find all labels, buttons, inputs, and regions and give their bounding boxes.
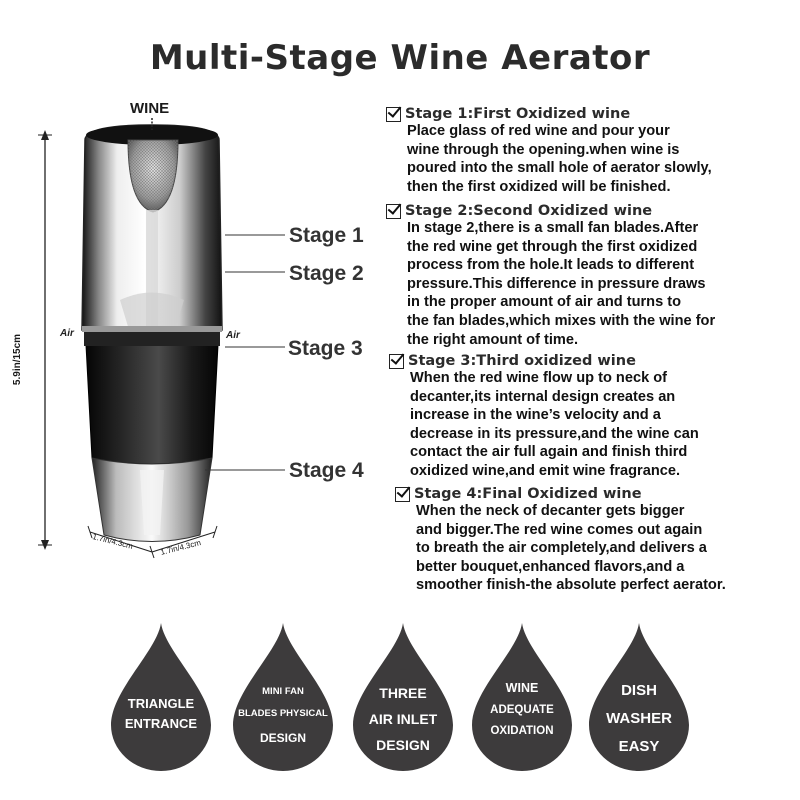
feature-drop-adequate-oxidation: WINE ADEQUATE OXIDATION [472, 621, 572, 771]
stage-heading: Stage 4:Final Oxidized wine [414, 486, 642, 502]
stage-heading: Stage 1:First Oxidized wine [405, 106, 631, 122]
feature-drop-triangle-entrance: TRIANGLE ENTRANCE [111, 621, 211, 771]
air-inlet-label-right: Air [226, 330, 240, 341]
checkbox-check-icon [386, 106, 401, 122]
feature-line: WINE [505, 681, 539, 695]
stage-1-label: Stage 1 [289, 224, 364, 247]
checkbox-check-icon [386, 203, 401, 219]
feature-line: EASY [618, 737, 660, 755]
stage-body-text: When the neck of decanter gets bigger an… [416, 503, 726, 594]
stage-4-description: Stage 4:Final Oxidized wine When the nec… [395, 486, 726, 595]
feature-line: ADEQUATE [490, 704, 554, 717]
feature-line: DISH [621, 682, 657, 699]
water-drop-icon [111, 623, 211, 771]
feature-line: DESIGN [259, 730, 306, 745]
stage-body-text: Place glass of red wine and pour your wi… [407, 123, 712, 195]
feature-drop-dishwasher-easy: DISH WASHER EASY [589, 621, 689, 771]
feature-line: WASHER [606, 709, 672, 727]
page-title: Multi-Stage Wine Aerator [149, 38, 651, 78]
feature-line: AIR INLET [368, 710, 438, 727]
feature-line: ENTRANCE [124, 716, 198, 732]
feature-line: BLADES PHYSICAL [238, 707, 328, 719]
water-drop-icon [233, 623, 333, 771]
feature-drop-three-air-inlet: THREE AIR INLET DESIGN [353, 621, 453, 771]
feature-drop-mini-fan: MINI FAN BLADES PHYSICAL DESIGN [233, 621, 333, 771]
feature-line: MINI FAN [262, 686, 304, 697]
feature-line: THREE [379, 685, 427, 701]
stage-2-label: Stage 2 [289, 262, 364, 285]
stage-4-label: Stage 4 [289, 459, 364, 482]
checkbox-check-icon [389, 353, 404, 369]
wine-inlet-label: WINE [130, 100, 170, 117]
feature-line: OXIDATION [490, 725, 554, 738]
checkbox-check-icon [395, 486, 410, 502]
height-dimension-label: 5.9in/15cm [12, 333, 24, 386]
stage-body-text: When the red wine flow up to neck of dec… [410, 370, 699, 479]
air-inlet-label-left: Air [60, 328, 74, 339]
water-drop-icon [589, 623, 689, 771]
stage-heading: Stage 3:Third oxidized wine [408, 353, 636, 369]
stage-3-label: Stage 3 [288, 337, 363, 360]
water-drop-icon [353, 623, 453, 771]
stage-heading: Stage 2:Second Oxidized wine [405, 203, 653, 219]
feature-line: DESIGN [376, 736, 430, 753]
stage-3-description: Stage 3:Third oxidized wine When the red… [389, 353, 699, 481]
feature-line: TRIANGLE [127, 696, 195, 711]
stage-body-text: In stage 2,there is a small fan blades.A… [407, 220, 716, 348]
stage-1-description: Stage 1:First Oxidized wine Place glass … [386, 106, 712, 196]
water-drop-icon [472, 623, 572, 771]
stage-2-description: Stage 2:Second Oxidized wine In stage 2,… [386, 203, 715, 349]
